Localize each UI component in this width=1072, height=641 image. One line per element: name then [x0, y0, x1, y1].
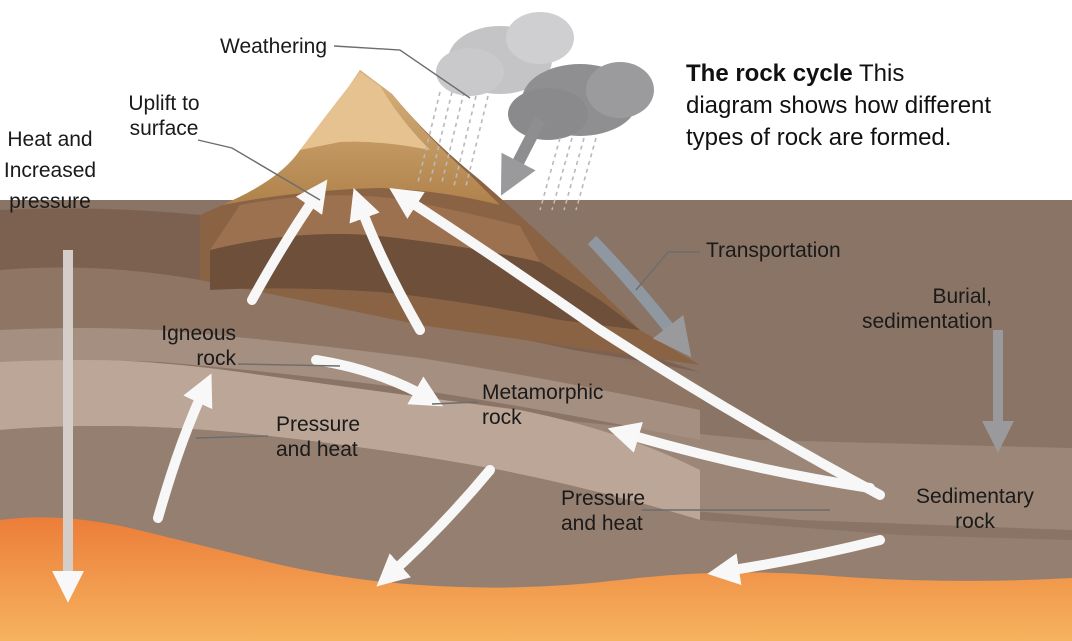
transportation-arrow [587, 235, 692, 358]
brown-strata-low [0, 328, 700, 440]
label-burial: Burial, sedimentation [862, 284, 993, 334]
label-burial-line1: Burial, [932, 285, 992, 308]
uplift-arrow-mid [349, 187, 425, 335]
label-pressure-right-line1: Pressure [561, 487, 646, 510]
label-pressure-heat-right: Pressure and heat [561, 486, 645, 536]
uplift-arrow-right [389, 188, 885, 500]
label-heat-line3: pressure [9, 190, 91, 213]
sedimentary-to-metamorphic-arrow [607, 422, 875, 493]
title-text-3: types of rock are formed. [686, 123, 952, 151]
pale-rock-band [0, 358, 700, 520]
diagram-title: The rock cycle This diagram shows how di… [686, 58, 1056, 154]
label-metamorphic-line2: rock [482, 406, 522, 430]
label-heat-line2: Increased [3, 159, 97, 182]
title-heading: The rock cycle [686, 60, 853, 87]
magma-to-igneous-arrow [153, 373, 213, 523]
igneous-to-metamorphic-arrow [311, 355, 444, 407]
mountain-band-dark [210, 233, 640, 330]
label-igneous: Igneous rock [160, 321, 236, 371]
label-weathering: Weathering [220, 35, 328, 58]
label-sedimentary-line1: Sedimentary [916, 485, 1034, 508]
label-sedimentary: Sedimentary rock [910, 484, 1040, 534]
label-metamorphic: Metamorphic rock [482, 380, 603, 430]
label-heat-line1: Heat and [7, 128, 93, 151]
metamorphic-to-magma-arrow [376, 465, 495, 587]
label-pressure-left-line1: Pressure [276, 413, 361, 436]
label-transportation: Transportation [706, 239, 841, 262]
label-uplift-line1: Uplift to [128, 92, 200, 115]
cloud-icon [436, 12, 654, 140]
title-text-1: This [859, 60, 905, 87]
weathering-arrow [500, 117, 546, 196]
label-pressure-heat-left: Pressure and heat [276, 412, 360, 462]
label-igneous-line1: Igneous [161, 322, 236, 345]
label-pressure-right-line2: and heat [561, 512, 643, 536]
label-sedimentary-line2: rock [955, 510, 995, 534]
uplift-arrow-left [247, 179, 328, 305]
label-heat-pressure: Heat and Increased pressure [2, 124, 98, 217]
mountain-band-mid [210, 195, 540, 262]
leader-lines [195, 45, 830, 511]
brown-strata-mid [0, 267, 700, 410]
label-pressure-left-line2: and heat [276, 438, 358, 462]
title-text-2: diagram shows how different [686, 91, 992, 119]
cycle-arrows [153, 179, 885, 587]
label-uplift: Uplift to surface [124, 91, 204, 141]
label-metamorphic-line1: Metamorphic [482, 381, 604, 404]
mountain-peak-highlight [300, 72, 430, 150]
magma [0, 517, 1072, 641]
label-uplift-line2: surface [129, 117, 199, 141]
label-igneous-line2: rock [196, 347, 236, 371]
label-burial-line2: sedimentation [862, 310, 993, 334]
sedimentary-to-magma-arrow [707, 535, 885, 585]
